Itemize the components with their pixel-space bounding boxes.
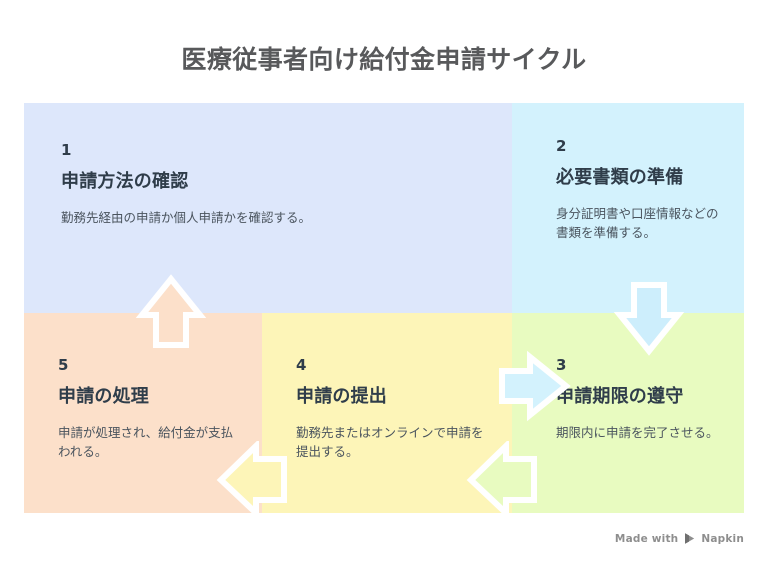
step-4-description: 勤務先またはオンラインで申請を提出する。	[296, 425, 484, 459]
step-panel-1[interactable]: 1 申請方法の確認 勤務先経由の申請か個人申請かを確認する。	[24, 103, 512, 313]
step-5-description: 申請が処理され、給付金が支払われる。	[58, 425, 234, 459]
step-panel-2[interactable]: 2 必要書類の準備 身分証明書や口座情報などの書類を準備する。	[512, 103, 744, 313]
step-3-description: 期限内に申請を完了させる。	[556, 425, 719, 440]
page-title: 医療従事者向け給付金申請サイクル	[181, 45, 587, 74]
step-3-number: 3	[556, 356, 567, 374]
footer-watermark: Made with Napkin	[615, 532, 744, 545]
step-3-title: 申請期限の遵守	[556, 386, 684, 407]
step-panel-3-content: 3 申請期限の遵守 期限内に申請を完了させる。	[556, 356, 726, 442]
step-panel-4[interactable]: 4 申請の提出 勤務先またはオンラインで申請を提出する。	[262, 313, 512, 513]
step-4-title: 申請の提出	[296, 386, 387, 407]
napkin-play-mark-icon	[683, 532, 696, 545]
step-2-description: 身分証明書や口座情報などの書類を準備する。	[556, 206, 719, 240]
step-1-title: 申請方法の確認	[61, 171, 189, 192]
step-2-title: 必要書類の準備	[556, 167, 684, 188]
step-panel-3[interactable]: 3 申請期限の遵守 期限内に申請を完了させる。	[512, 313, 744, 513]
cycle-diagram: 1 申請方法の確認 勤務先経由の申請か個人申請かを確認する。 2 必要書類の準備…	[24, 103, 744, 519]
step-2-number: 2	[556, 137, 567, 155]
step-panel-2-content: 2 必要書類の準備 身分証明書や口座情報などの書類を準備する。	[556, 137, 726, 242]
step-5-title: 申請の処理	[58, 386, 149, 407]
brand-label: Napkin	[701, 532, 744, 545]
step-5-number: 5	[58, 356, 69, 374]
step-1-number: 1	[61, 141, 72, 159]
step-panel-4-content: 4 申請の提出 勤務先またはオンラインで申請を提出する。	[296, 356, 488, 461]
step-panel-5[interactable]: 5 申請の処理 申請が処理され、給付金が支払われる。	[24, 313, 262, 513]
step-panel-1-content: 1 申請方法の確認 勤務先経由の申請か個人申請かを確認する。	[61, 141, 492, 227]
made-with-label: Made with	[614, 532, 679, 545]
step-1-description: 勤務先経由の申請か個人申請かを確認する。	[61, 210, 312, 225]
step-4-number: 4	[296, 356, 307, 374]
step-panel-5-content: 5 申請の処理 申請が処理され、給付金が支払われる。	[58, 356, 240, 461]
